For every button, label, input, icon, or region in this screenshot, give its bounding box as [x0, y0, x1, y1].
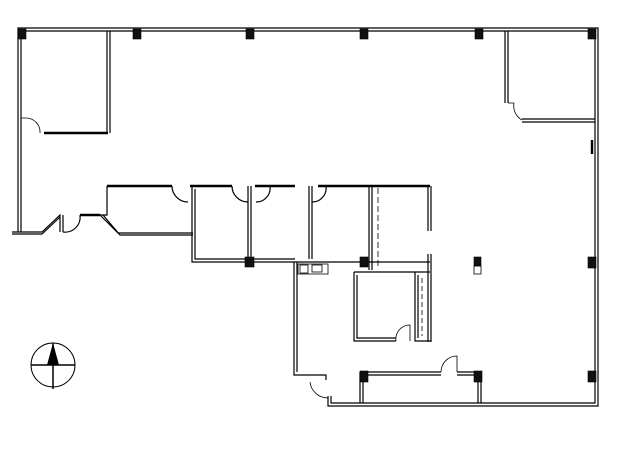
- column: [587, 370, 597, 383]
- column: [359, 256, 369, 268]
- column-base: [473, 265, 482, 275]
- column: [245, 28, 255, 40]
- column: [473, 370, 483, 383]
- top-right-room: [504, 31, 595, 123]
- west-entry-walls: [12, 186, 193, 236]
- south-wing: [293, 262, 482, 403]
- column: [359, 28, 369, 40]
- column: [359, 370, 369, 383]
- column: [132, 28, 142, 40]
- top-left-room: [21, 31, 111, 135]
- column: [587, 256, 597, 269]
- center-room: [353, 271, 431, 342]
- north-arrow-icon: [30, 342, 76, 389]
- column: [474, 28, 484, 40]
- column: [473, 256, 482, 267]
- column: [244, 256, 255, 268]
- column: [17, 28, 27, 40]
- kitchenette: [297, 263, 329, 275]
- office-row: [107, 184, 432, 342]
- column: [587, 28, 597, 40]
- structural-columns: [17, 28, 597, 383]
- exterior-walls: [17, 27, 599, 407]
